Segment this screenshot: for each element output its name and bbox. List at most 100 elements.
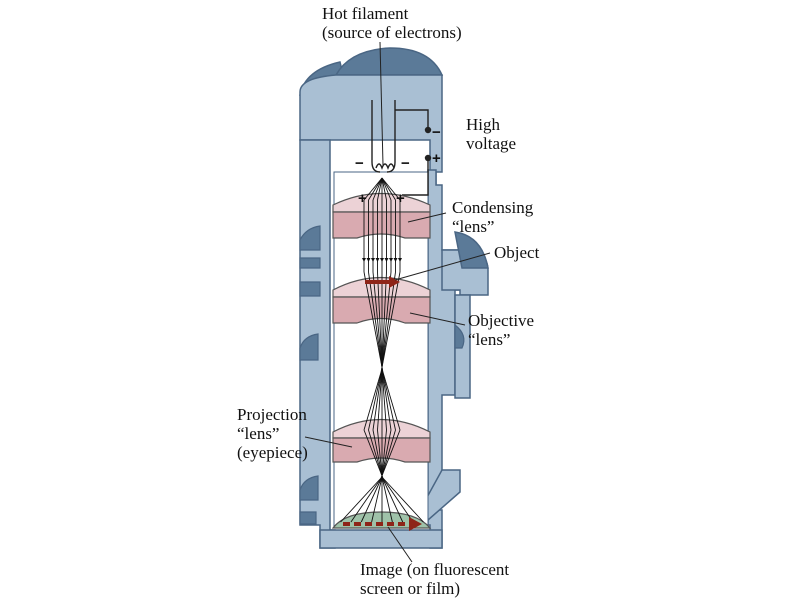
- condensing-lens-top: [332, 192, 431, 213]
- label-high-voltage: High voltage: [466, 115, 516, 153]
- label-hot-filament-line2: (source of electrons): [322, 23, 462, 42]
- base: [319, 529, 443, 549]
- beam-ray: [380, 271, 401, 373]
- filament-assembly: − + − −: [355, 100, 441, 196]
- leader-object: [394, 252, 491, 281]
- beam-ray: [381, 177, 396, 201]
- condensing-plus-right: +: [396, 190, 405, 207]
- right-lower-bump: [454, 323, 465, 349]
- beam-ray: [340, 477, 382, 523]
- filament-minus-left: −: [355, 155, 364, 172]
- beam-ray: [360, 477, 382, 523]
- beam-ray: [368, 271, 384, 373]
- beam-ray: [381, 177, 401, 201]
- label-projection-lens: Projection “lens” (eyepiece): [237, 405, 308, 462]
- beam-ray: [363, 429, 384, 479]
- beam-arrowhead: [375, 258, 380, 262]
- leader-filament: [379, 41, 384, 166]
- condensing-plus-left: +: [358, 190, 367, 207]
- right-flange-cap: [454, 231, 489, 269]
- beam-ray: [377, 371, 383, 431]
- beam-ray: [381, 177, 392, 201]
- label-high-voltage-line1: High: [466, 115, 500, 134]
- label-projection-lens-line2: “lens”: [237, 424, 280, 443]
- filament-coil-icon: [375, 163, 395, 170]
- label-image-line1: Image (on fluorescent: [360, 560, 510, 579]
- beam-arrowhead: [384, 258, 389, 262]
- beam-ray: [377, 429, 383, 479]
- beam-ray: [372, 177, 383, 201]
- top-cap: [334, 47, 444, 76]
- objective-lens-body: [332, 296, 431, 324]
- image-arrow: [343, 517, 422, 531]
- beam-ray: [377, 271, 383, 373]
- leader-condensing: [407, 212, 447, 223]
- leader-projection: [304, 436, 353, 448]
- objective-lens: [332, 277, 431, 324]
- voltage-wire-bottom: [402, 158, 429, 196]
- beam-ray: [372, 429, 383, 479]
- beam-ray: [380, 429, 396, 479]
- label-projection-lens-line3: (eyepiece): [237, 443, 308, 462]
- left-bump-2: [299, 257, 321, 269]
- left-bump-5: [299, 475, 319, 501]
- beam-ray: [372, 371, 382, 431]
- label-object-line1: Object: [494, 243, 540, 262]
- object-arrow: [365, 276, 400, 288]
- beam-ray: [380, 271, 396, 373]
- condensing-lens-body: [332, 211, 431, 239]
- beam-ray: [380, 429, 401, 479]
- beam-ray: [382, 371, 396, 431]
- beam-ray: [381, 271, 387, 373]
- beam-ray: [381, 477, 393, 523]
- label-projection-lens-line1: Projection: [237, 405, 307, 424]
- beam-ray: [363, 177, 383, 201]
- beam-ray: [372, 271, 383, 373]
- beam-ray: [381, 177, 387, 201]
- beam-arrowhead: [371, 258, 375, 262]
- beam-ray: [382, 477, 414, 523]
- image-arrow-head: [409, 517, 422, 531]
- beam-ray: [371, 477, 383, 523]
- microscope-housing: [299, 47, 489, 549]
- object-arrow-head: [389, 276, 400, 288]
- label-condensing-lens-line1: Condensing: [452, 198, 534, 217]
- label-condensing-lens: Condensing “lens”: [452, 198, 533, 236]
- label-hot-filament: Hot filament (source of electrons): [322, 4, 462, 42]
- head-outline: [299, 74, 443, 186]
- beam-ray: [363, 271, 384, 373]
- beam-arrowhead: [380, 258, 384, 262]
- leader-lines: [304, 41, 491, 563]
- label-image: Image (on fluorescent screen or film): [360, 560, 509, 598]
- beam-ray: [377, 177, 383, 201]
- beam-ray: [382, 371, 392, 431]
- leader-objective: [409, 312, 466, 326]
- filament-wire-left: [371, 100, 381, 173]
- label-condensing-lens-line2: “lens”: [452, 217, 495, 236]
- label-object: Object: [494, 243, 539, 262]
- left-bump-1: [299, 225, 321, 251]
- label-objective-lens: Objective “lens”: [468, 311, 534, 349]
- condensing-lens: + +: [332, 190, 431, 239]
- terminal-negative: [424, 126, 432, 134]
- beam-ray: [382, 371, 401, 431]
- terminal-plus-sign: +: [432, 150, 441, 167]
- projection-lens-body: [332, 437, 431, 463]
- beam-arrowhead: [366, 258, 371, 262]
- label-objective-lens-line1: Objective: [468, 311, 535, 330]
- beam-ray: [382, 477, 424, 523]
- beam-ray: [381, 429, 387, 479]
- filament-minus-right: −: [401, 155, 410, 172]
- beam-ray: [381, 271, 392, 373]
- beam-ray: [381, 371, 387, 431]
- electron-beam: [340, 177, 424, 523]
- left-bump-4: [299, 333, 319, 361]
- terminal-positive: [424, 154, 432, 162]
- label-hot-filament-line1: Hot filament: [322, 4, 409, 23]
- beam-ray: [368, 429, 384, 479]
- voltage-wire-top: [395, 109, 429, 128]
- label-image-line2: screen or film): [360, 579, 461, 598]
- beam-ray: [350, 477, 382, 523]
- leader-image: [387, 526, 413, 563]
